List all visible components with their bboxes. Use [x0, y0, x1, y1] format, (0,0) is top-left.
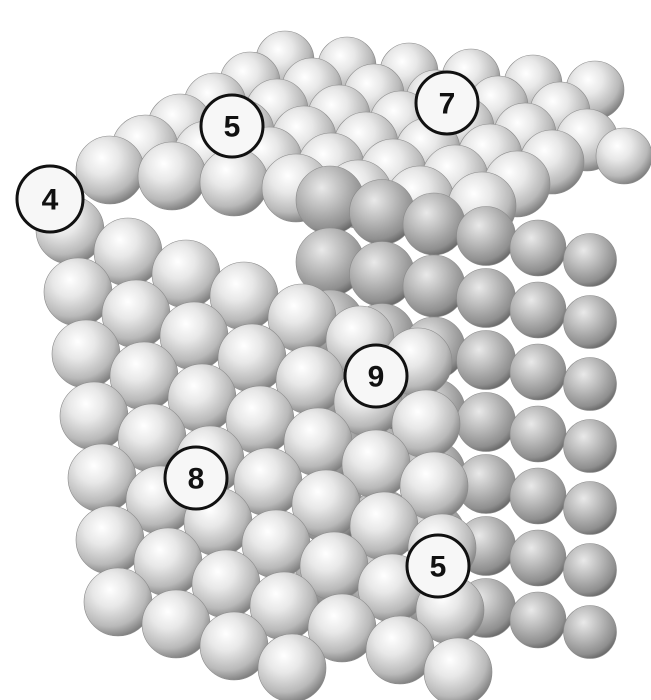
atom-sphere [510, 468, 566, 524]
atom-sphere [510, 406, 566, 462]
atom-sphere [457, 207, 516, 266]
atom-sphere [457, 393, 516, 452]
label-8-text: 8 [188, 463, 205, 496]
atom-sphere [564, 482, 617, 535]
label-7-text: 7 [439, 88, 456, 121]
atom-sphere [510, 592, 566, 648]
label-9: 9 [345, 345, 407, 407]
atom-sphere [510, 282, 566, 338]
atom-sphere [510, 530, 566, 586]
atom-sphere [564, 420, 617, 473]
label-8: 8 [165, 447, 227, 509]
atom-sphere [510, 344, 566, 400]
label-5-bottom: 5 [407, 535, 469, 597]
atom-sphere [564, 358, 617, 411]
atom-sphere [424, 638, 492, 700]
sphere-lattice [36, 31, 651, 700]
atom-sphere [403, 193, 465, 255]
atom-sphere [564, 234, 617, 287]
atom-sphere [76, 136, 144, 204]
atom-sphere [596, 128, 651, 184]
atom-sphere [510, 220, 566, 276]
atom-sphere [564, 296, 617, 349]
label-5-top: 5 [201, 95, 263, 157]
label-4-text: 4 [42, 184, 59, 217]
atom-sphere [258, 634, 326, 700]
label-5-top-text: 5 [224, 111, 241, 144]
atom-sphere [564, 606, 617, 659]
atom-sphere [138, 142, 206, 210]
label-5-bottom-text: 5 [430, 551, 447, 584]
atom-sphere [403, 255, 465, 317]
atom-sphere [457, 269, 516, 328]
label-7: 7 [416, 72, 478, 134]
atom-sphere [457, 331, 516, 390]
label-4: 4 [17, 166, 83, 232]
label-9-text: 9 [368, 361, 385, 394]
atom-sphere [564, 544, 617, 597]
